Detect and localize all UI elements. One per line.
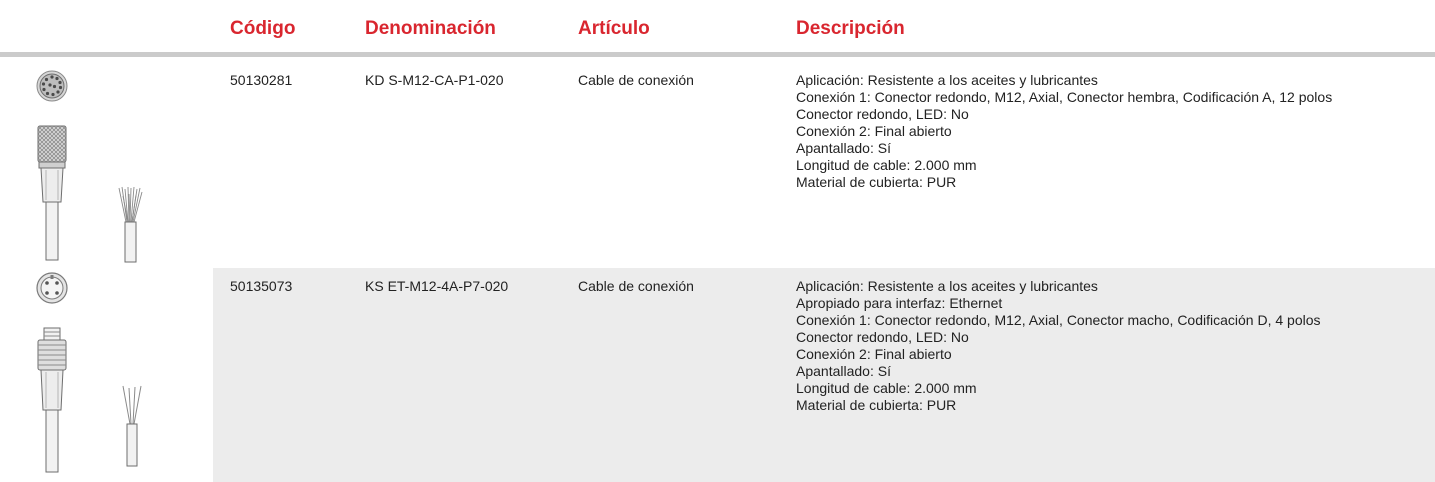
m12-female-12pin-connector-icon [37, 125, 67, 261]
cell-article: Cable de conexión [578, 72, 694, 88]
description-line: Apantallado: Sí [796, 363, 891, 379]
cell-article: Cable de conexión [578, 278, 694, 294]
m12-male-4pin-face-icon [36, 272, 68, 304]
cell-code: 50130281 [230, 72, 293, 88]
description-line: Longitud de cable: 2.000 mm [796, 157, 977, 173]
open-end-multicore-cable-icon [118, 186, 143, 263]
description-line: Conexión 1: Conector redondo, M12, Axial… [796, 312, 1321, 328]
description-line: Material de cubierta: PUR [796, 397, 957, 413]
table-header: Código Denominación Artículo Descripción [0, 0, 1435, 52]
description-line: Conector redondo, LED: No [796, 329, 969, 345]
column-header-description: Descripción [796, 18, 905, 39]
cell-name: KS ET-M12-4A-P7-020 [365, 278, 509, 294]
description-line: Aplicación: Resistente a los aceites y l… [796, 72, 1098, 88]
description-line: Conector redondo, LED: No [796, 106, 969, 122]
description-line: Conexión 2: Final abierto [796, 346, 952, 362]
cell-name: KD S-M12-CA-P1-020 [365, 72, 504, 88]
description-line: Longitud de cable: 2.000 mm [796, 380, 977, 396]
cell-description: Aplicación: Resistente a los aceites y l… [796, 278, 1432, 414]
table-row: 50130281 KD S-M12-CA-P1-020 Cable de con… [0, 62, 1435, 264]
description-line: Material de cubierta: PUR [796, 174, 957, 190]
row-background [213, 268, 1435, 482]
description-line: Apropiado para interfaz: Ethernet [796, 295, 1003, 311]
description-line: Aplicación: Resistente a los aceites y l… [796, 278, 1098, 294]
table-row: 50135073 KS ET-M12-4A-P7-020 Cable de co… [0, 268, 1435, 482]
m12-female-12pin-face-icon [36, 70, 68, 102]
column-header-article: Artículo [578, 18, 650, 39]
column-header-name: Denominación [365, 18, 496, 39]
column-header-code: Código [230, 18, 296, 39]
description-line: Conexión 2: Final abierto [796, 123, 952, 139]
description-line: Conexión 1: Conector redondo, M12, Axial… [796, 89, 1333, 105]
open-end-4wire-cable-icon [122, 385, 142, 467]
cell-description: Aplicación: Resistente a los aceites y l… [796, 72, 1432, 191]
header-divider [0, 52, 1435, 57]
m12-male-4pin-connector-icon [37, 327, 67, 473]
cell-code: 50135073 [230, 278, 293, 294]
description-line: Apantallado: Sí [796, 140, 891, 156]
